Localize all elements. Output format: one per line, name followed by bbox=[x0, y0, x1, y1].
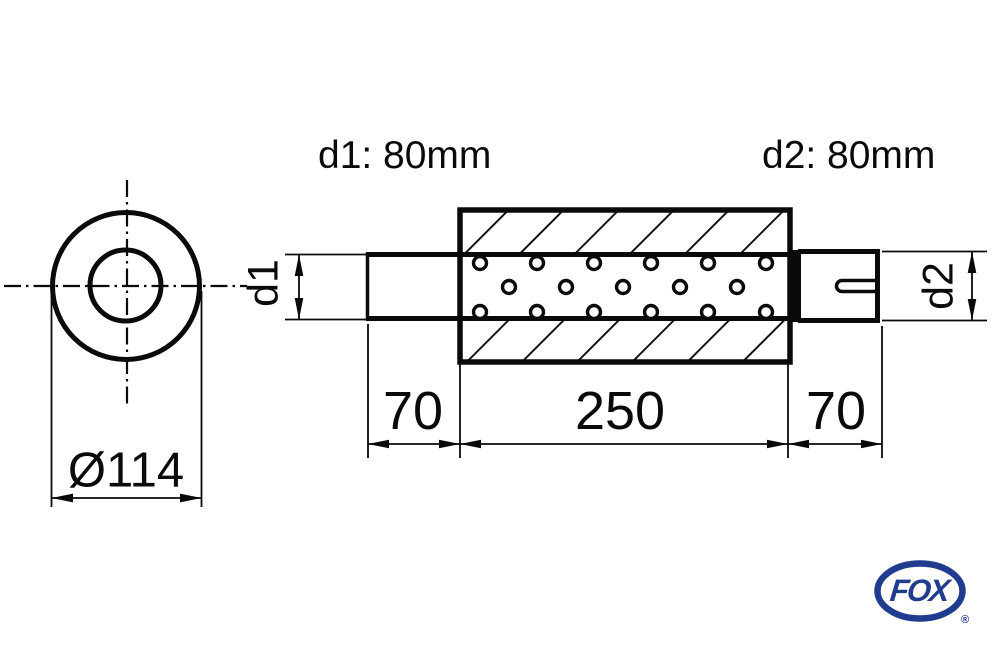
body-length-value: 250 bbox=[574, 381, 666, 441]
end-cap bbox=[791, 250, 801, 322]
length-dimensions bbox=[367, 324, 883, 458]
inlet-length-value: 70 bbox=[382, 381, 444, 441]
outlet-pipe bbox=[798, 249, 880, 323]
d2-top-label: d2: 80mm bbox=[762, 134, 936, 177]
diameter-value: Ø114 bbox=[67, 443, 185, 498]
front-view bbox=[4, 180, 247, 507]
outlet-length-value: 70 bbox=[805, 381, 867, 441]
d2-dimension bbox=[882, 250, 987, 322]
outer-circle bbox=[50, 210, 202, 362]
side-view bbox=[365, 207, 880, 365]
fox-logo-text: FOX bbox=[888, 573, 950, 608]
inner-circle bbox=[87, 247, 164, 324]
body-outline bbox=[457, 207, 793, 365]
centerline-cross bbox=[4, 180, 247, 407]
diameter-dimension bbox=[50, 291, 203, 507]
d1-dimension bbox=[285, 253, 366, 321]
perforation-holes bbox=[471, 254, 775, 321]
inner-tube-walls bbox=[366, 252, 790, 321]
fox-logo: FOX ® bbox=[872, 554, 976, 630]
d1-dim-label: d1 bbox=[239, 259, 288, 307]
d2-dim-label: d2 bbox=[914, 262, 963, 310]
registered-trademark-icon: ® bbox=[961, 614, 970, 626]
d1-top-label: d1: 80mm bbox=[318, 134, 492, 177]
outlet-pipe-slot bbox=[834, 278, 877, 294]
fox-logo-ellipse bbox=[874, 560, 966, 622]
